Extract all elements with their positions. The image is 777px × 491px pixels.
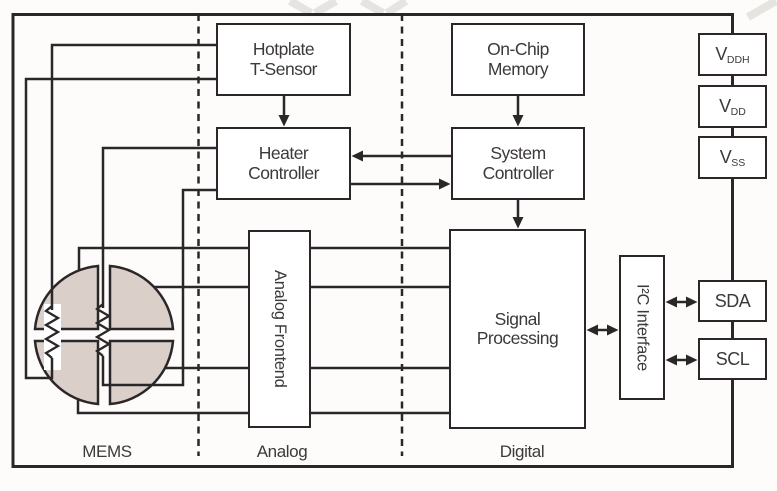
- block-label: Processing: [476, 328, 559, 348]
- block-label: On-Chip: [487, 39, 549, 59]
- block-label-vertical: I²C Interface: [633, 284, 652, 371]
- wire-tsensor-return: [24, 77, 216, 380]
- arrowhead-system-to-heater: [351, 150, 363, 162]
- block-label: Signal: [494, 308, 541, 329]
- arrowhead-memory-to-system: [512, 115, 524, 127]
- arrowhead-signal-i2c-left: [586, 324, 598, 336]
- arrowhead-heater-to-system: [439, 178, 451, 190]
- pin-subscript: DDH: [726, 53, 750, 66]
- block-label: Hotplate: [252, 39, 315, 59]
- pin-vddh: VDDH: [698, 33, 767, 76]
- block-label: Controller: [248, 162, 319, 183]
- pin-label: SCL: [715, 348, 750, 369]
- watermark-marks: [288, 0, 777, 21]
- wire-sense-1: [77, 246, 449, 271]
- section-label-mems: MEMS: [82, 442, 132, 461]
- pin-vss: VSS: [698, 136, 767, 179]
- block-label: Controller: [482, 162, 554, 183]
- block-label: Memory: [487, 58, 549, 79]
- wire-tsensor-top: [50, 43, 216, 310]
- mems-quadrant-bottom-right: [108, 339, 175, 406]
- section-label-digital: Digital: [499, 442, 545, 461]
- arrowhead-hotplate-to-heater: [278, 115, 290, 127]
- wire-sense-4: [76, 399, 449, 415]
- wire-heater-return: [101, 188, 216, 387]
- pin-label: SDA: [714, 290, 751, 311]
- block-i2c-interface: I²C Interface: [619, 255, 665, 400]
- arrowhead-i2c-scl-right: [686, 354, 698, 366]
- arrowhead-signal-i2c-right: [607, 324, 619, 336]
- pin-subscript: SS: [731, 156, 746, 169]
- block-label: T-Sensor: [250, 58, 318, 79]
- pin-vdd: VDD: [698, 85, 767, 128]
- wire-heater-feed: [101, 146, 216, 308]
- pin-subscript: DD: [730, 105, 746, 118]
- block-analog-frontend: Analog Frontend: [248, 230, 311, 428]
- arrowhead-i2c-sda-right: [686, 296, 698, 308]
- pin-label: V: [719, 95, 731, 116]
- block-label-vertical: Analog Frontend: [271, 270, 289, 388]
- pin-scl: SCL: [698, 338, 767, 380]
- block-label: Heater: [258, 143, 309, 163]
- chip-outline: [11, 13, 734, 468]
- pin-sda: SDA: [698, 280, 767, 322]
- resistor-heater: [94, 303, 112, 357]
- pin-label: V: [719, 146, 732, 167]
- pin-label: V: [715, 43, 727, 64]
- arrowhead-system-to-signal: [512, 217, 524, 229]
- section-label-analog: Analog: [256, 442, 308, 461]
- resistor-thermistor: [43, 305, 61, 359]
- block-label: System: [490, 143, 546, 163]
- arrowhead-i2c-scl-left: [665, 354, 677, 366]
- mems-quadrant-top-right: [108, 264, 175, 331]
- arrowhead-i2c-sda-left: [665, 296, 677, 308]
